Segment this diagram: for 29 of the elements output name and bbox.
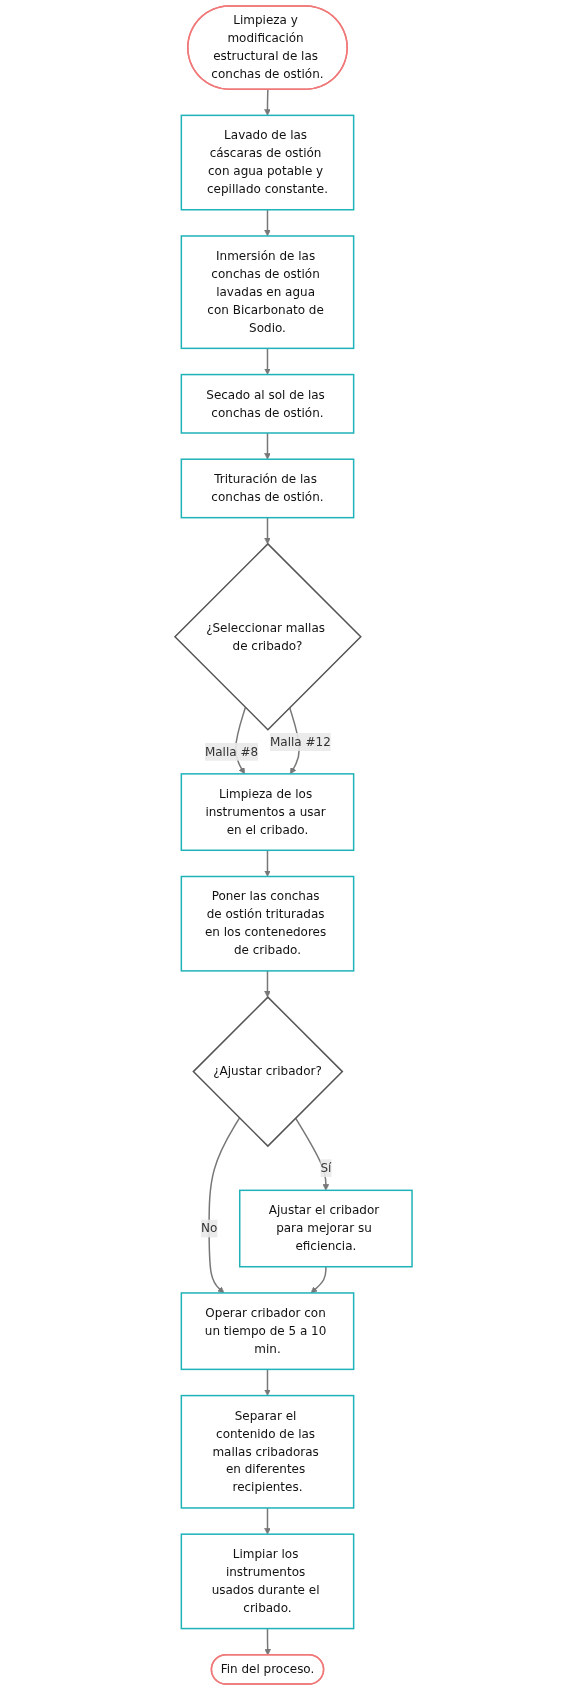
arrow — [264, 432, 271, 460]
arrow — [264, 209, 271, 237]
arrow — [264, 88, 271, 116]
arrow — [208, 1117, 241, 1294]
edge-label: Malla #12 — [270, 734, 331, 749]
arrow — [264, 347, 271, 375]
edge-label: Sí — [320, 1160, 332, 1175]
node-box: Separar el contenido de las mallas cribadoras en diferentes recipientes. — [180, 1394, 355, 1509]
node-box: Limpiar los instrumentos usados durante el cribado. — [180, 1533, 355, 1630]
node-box: Operar cribador con un tiempo de 5 a 10 min. — [180, 1292, 355, 1371]
arrow — [294, 1117, 330, 1191]
node-box: Secado al sol de las conchas de ostión. — [180, 373, 355, 434]
node-box: Poner las conchas de ostión trituradas en los contenedores de cribado. — [180, 875, 355, 972]
arrow — [264, 516, 271, 545]
node-box: Inmersión de las conchas de ostión lavadas en agua con Bicarbonato de Sodio. — [180, 235, 355, 350]
arrow — [264, 1507, 271, 1535]
arrow — [264, 849, 271, 877]
edge-label: Malla #8 — [204, 744, 259, 759]
node-diamond: ¿Ajustar cribador? — [192, 996, 344, 1148]
arrow — [264, 1368, 271, 1396]
edge-label: No — [200, 1221, 218, 1236]
node-box: Lavado de las cáscaras de ostión con agua potable y cepillado constante. — [180, 114, 355, 211]
arrow — [264, 1627, 271, 1656]
node-box: Trituración de las conchas de ostión. — [180, 458, 355, 519]
node-box: Ajustar el cribador para mejorar su eficiencia. — [239, 1189, 413, 1268]
arrow — [310, 1266, 327, 1294]
node-diamond: ¿Seleccionar mallas de cribado? — [173, 542, 362, 731]
arrow — [264, 970, 271, 998]
node-box: Limpieza de los instrumentos a usar en el cribado. — [180, 773, 355, 852]
